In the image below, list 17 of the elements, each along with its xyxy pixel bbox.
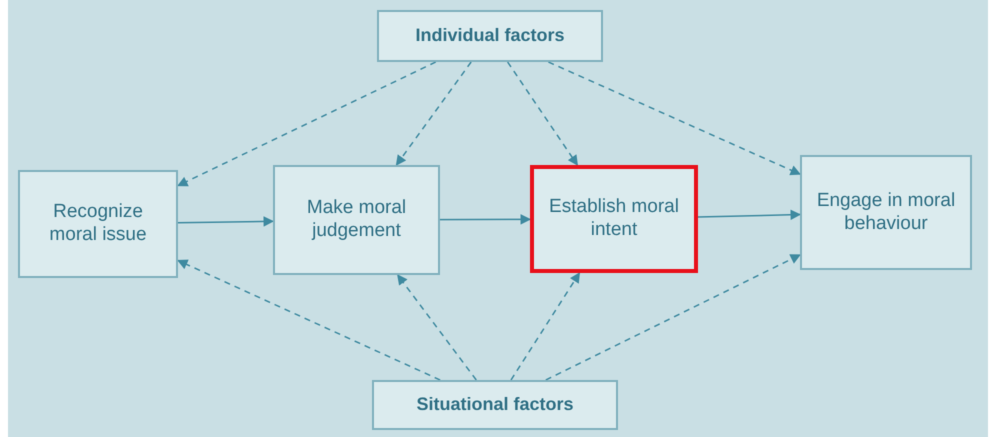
dashed-arrow (510, 272, 580, 380)
process-box: Situational factors (372, 380, 618, 430)
dashed-arrow (548, 61, 801, 176)
dashed-arrow (545, 254, 801, 381)
highlighted-process-box: Establish moral intent (530, 165, 698, 273)
process-box: Make moral judgement (273, 165, 440, 275)
process-box: Engage in moral behaviour (800, 155, 972, 270)
arrow (178, 216, 274, 227)
arrow (698, 210, 802, 220)
dashed-arrow (397, 274, 477, 380)
dashed-arrow (177, 260, 440, 381)
arrow (440, 214, 532, 225)
dashed-arrow (177, 61, 436, 186)
dashed-arrow (507, 62, 578, 166)
dashed-arrow (396, 62, 472, 166)
process-box: Individual factors (377, 10, 603, 62)
process-box: Recognize moral issue (18, 170, 178, 278)
